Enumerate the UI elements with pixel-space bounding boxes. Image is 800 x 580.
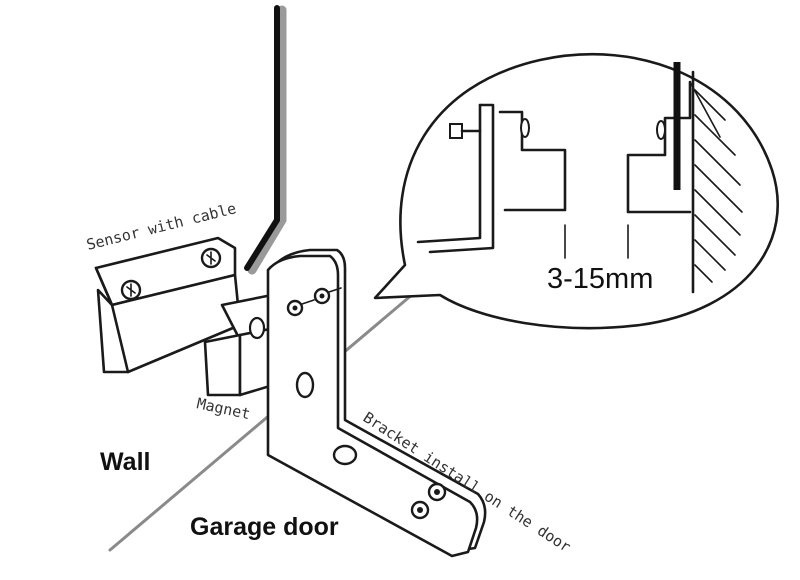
screw-icon: [410, 500, 430, 520]
wall-hatching: [691, 70, 743, 294]
garage-door-label: Garage door: [190, 513, 339, 541]
sensor-cable: [244, 5, 287, 275]
detail-callout: [373, 52, 779, 330]
wall-label: Wall: [100, 448, 150, 476]
magnet-label: Magnet: [195, 394, 252, 423]
wall-floor-line: [108, 286, 422, 552]
screw-icon: [120, 279, 142, 301]
bolt-icon: [286, 299, 315, 317]
screw-icon: [200, 247, 222, 269]
gap-measurement-label: 3-15mm: [547, 263, 653, 295]
sensor-body: [94, 236, 242, 374]
screw-icon: [427, 482, 447, 502]
door-bracket: [266, 248, 487, 558]
bolt-icon: [313, 287, 342, 305]
